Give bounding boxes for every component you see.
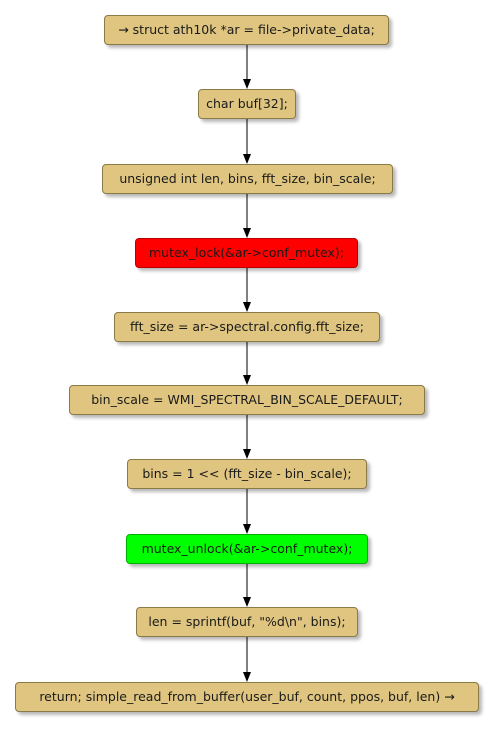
node-char-buf: char buf[32]; xyxy=(198,89,296,119)
edge-arrowhead xyxy=(243,449,251,459)
node-len-sprintf: len = sprintf(buf, "%d\n", bins); xyxy=(136,607,358,637)
edge-arrowhead xyxy=(243,375,251,385)
node-mutex-unlock: mutex_unlock(&ar->conf_mutex); xyxy=(126,534,368,564)
node-fft-size-assign: fft_size = ar->spectral.config.fft_size; xyxy=(114,312,380,342)
node-ar-private-data: → struct ath10k *ar = file->private_data… xyxy=(104,15,389,45)
node-return-simple-read: return; simple_read_from_buffer(user_buf… xyxy=(15,682,479,712)
edge-arrowhead xyxy=(243,524,251,534)
node-unsigned-int-decl: unsigned int len, bins, fft_size, bin_sc… xyxy=(102,164,393,194)
edge-arrowhead xyxy=(243,154,251,164)
node-mutex-lock: mutex_lock(&ar->conf_mutex); xyxy=(135,238,358,268)
edge-arrowhead xyxy=(243,672,251,682)
node-bin-scale-assign: bin_scale = WMI_SPECTRAL_BIN_SCALE_DEFAU… xyxy=(69,385,425,415)
edge-arrowhead xyxy=(243,79,251,89)
edge-arrowhead xyxy=(243,597,251,607)
edge-arrowhead xyxy=(243,302,251,312)
edge-arrowhead xyxy=(243,228,251,238)
node-bins-assign: bins = 1 << (fft_size - bin_scale); xyxy=(127,459,367,489)
